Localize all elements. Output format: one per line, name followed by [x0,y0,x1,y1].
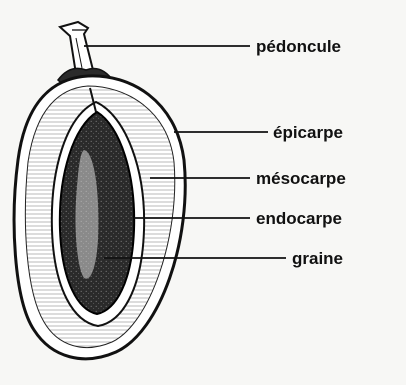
stalk [60,22,93,74]
label-mesocarpe: mésocarpe [256,169,346,188]
label-pedoncule: pédoncule [256,37,341,56]
label-epicarpe: épicarpe [273,123,343,142]
label-graine: graine [292,249,343,268]
label-endocarpe: endocarpe [256,209,342,228]
